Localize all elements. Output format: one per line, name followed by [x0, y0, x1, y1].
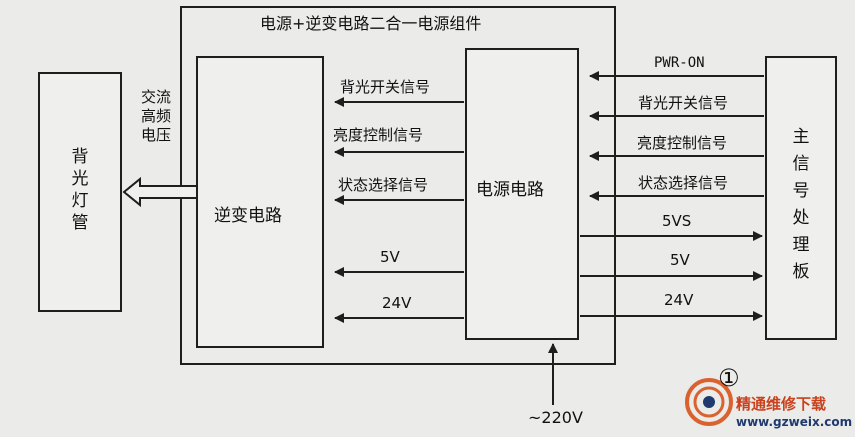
watermark-url: www.gzweix.com [736, 415, 853, 429]
left-signal-label: 背光开关信号 [340, 78, 431, 96]
inverter-label: 逆变电路 [214, 206, 282, 226]
watermark-logo-icon [685, 378, 733, 426]
circle-number: ① [718, 364, 740, 392]
right-in-label: PWR-ON [654, 55, 705, 71]
right-out-label: 5V [670, 251, 690, 269]
left-signal-label: 状态选择信号 [338, 176, 429, 194]
right-in-label: 背光开关信号 [638, 94, 729, 112]
right-out-label: 24V [664, 291, 694, 309]
left-24v-label: 24V [382, 294, 412, 312]
backlight-box [38, 72, 122, 312]
arrow-hollow-ac-hv [122, 176, 196, 208]
right-in-label: 状态选择信号 [638, 174, 729, 192]
right-out-label: 5VS [662, 212, 692, 230]
power-circuit-box [465, 48, 579, 340]
module-title: 电源+逆变电路二合一电源组件 [260, 14, 482, 33]
left-signal-label: 亮度控制信号 [333, 126, 424, 144]
main-board-label: 主信号处理板 [792, 127, 810, 282]
ac-hv-label: 交流高频电压 [140, 88, 171, 144]
power-circuit-label: 电源电路 [476, 180, 544, 200]
watermark-text: 精通维修下载 [736, 395, 827, 413]
inverter-box [196, 56, 324, 348]
left-5v-label: 5V [380, 248, 400, 266]
main-board-box [765, 56, 837, 340]
ac-input-label: ~220V [528, 408, 583, 427]
right-in-label: 亮度控制信号 [637, 134, 728, 152]
backlight-label: 背光灯管 [71, 147, 89, 233]
